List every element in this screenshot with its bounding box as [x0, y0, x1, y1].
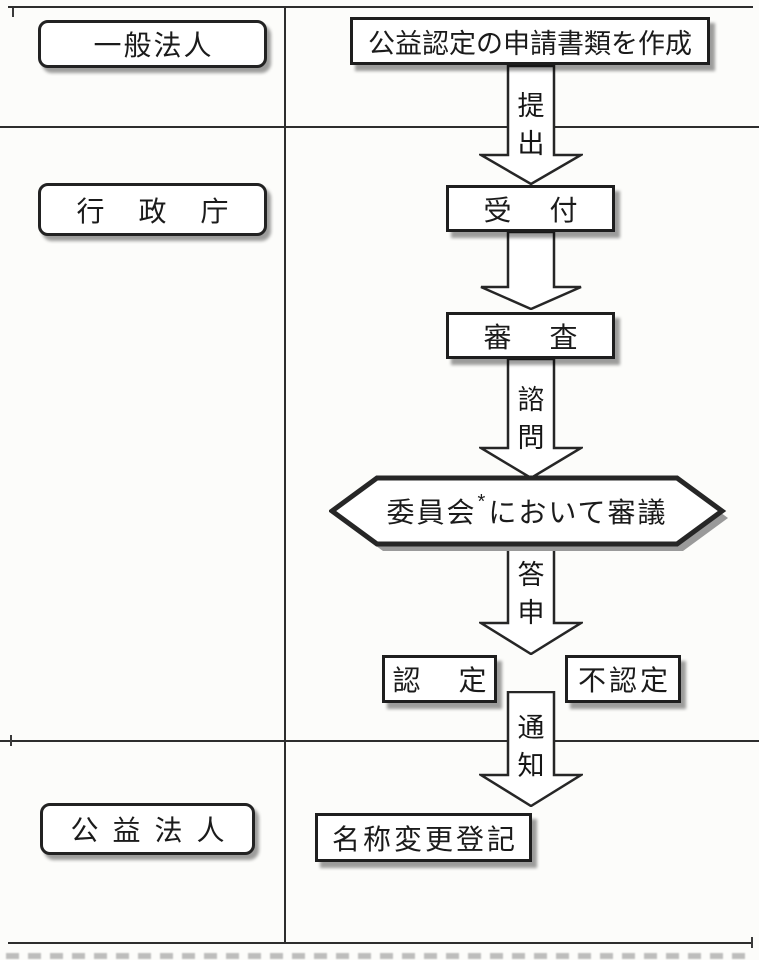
lane-label-administrative-agency: 行政庁: [38, 183, 267, 236]
committee-label-rest: において審議: [488, 497, 668, 528]
arrow-submit: 提 出: [479, 65, 583, 185]
step-not-certified-label: 不認定: [577, 665, 671, 696]
border-bottom-line: [8, 942, 753, 944]
block-arrow-down-icon: [479, 65, 583, 185]
lane-divider-agency-public: [0, 740, 759, 742]
lane-label-administrative-agency-text: 行政庁: [76, 195, 263, 227]
step-not-certified: 不認定: [565, 655, 681, 703]
step-examination-label: 審査: [483, 321, 616, 353]
step-reception-label: 受付: [483, 194, 616, 226]
top-line-left-tick: [12, 8, 14, 17]
block-arrow-down-icon: [479, 358, 583, 479]
arrow-notification-label: 通 知: [517, 713, 545, 781]
arrow-submit-label: 提 出: [517, 91, 545, 159]
step-certified: 認定: [382, 655, 497, 703]
step-examination: 審査: [446, 312, 615, 359]
lane-label-public-interest-corporation: 公益法人: [40, 803, 255, 855]
step-create-documents-label: 公益認定の申請書類を作成: [368, 28, 692, 59]
step-certified-label: 認定: [392, 665, 525, 696]
committee-footnote-marker: *: [477, 490, 488, 513]
block-arrow-down-icon: [480, 231, 582, 310]
arrow-consultation: 諮 問: [479, 358, 583, 479]
lane-divider-general-agency: [0, 126, 759, 128]
arrow-consultation-label: 諮 問: [517, 385, 545, 453]
arrow-reception-to-examination: [479, 231, 583, 310]
cropped-footnote-artifact: [6, 953, 753, 959]
arrow-report-label: 答 申: [517, 560, 545, 628]
block-arrow-down-icon: [479, 691, 583, 807]
bottom-line-right-tick: [751, 937, 753, 948]
arrow-report: 答 申: [479, 543, 583, 655]
node-committee-deliberation-label: 委員会*において審議: [329, 478, 725, 544]
step-name-change-registration-label: 名称変更登記: [331, 823, 518, 855]
hexagon-shape: [329, 475, 728, 551]
divider-left-tick: [10, 735, 12, 746]
arrow-notification: 通 知: [479, 691, 583, 807]
step-create-documents: 公益認定の申請書類を作成: [350, 17, 710, 65]
lane-label-general-corporation-text: 一般法人: [93, 30, 214, 61]
step-reception: 受付: [446, 185, 615, 232]
committee-label-main: 委員会: [386, 497, 477, 528]
border-top-line: [8, 6, 753, 8]
node-committee-deliberation: 委員会*において審議: [329, 475, 731, 555]
lane-label-general-corporation: 一般法人: [38, 20, 267, 68]
step-name-change-registration: 名称変更登記: [315, 813, 532, 862]
column-divider-line: [284, 6, 286, 944]
block-arrow-down-icon: [479, 543, 583, 655]
lane-label-public-interest-corporation-text: 公益法人: [70, 815, 239, 846]
